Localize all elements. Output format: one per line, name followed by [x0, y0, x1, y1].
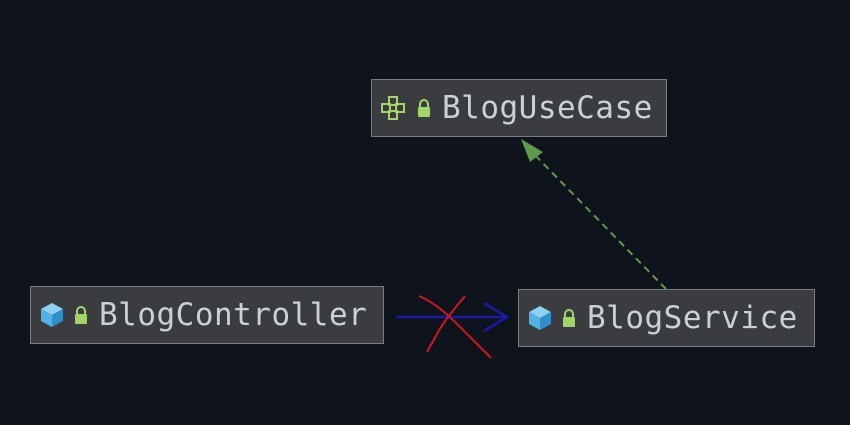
node-label: BlogController: [99, 297, 368, 333]
edge-implements: [529, 149, 667, 290]
node-blog-use-case[interactable]: BlogUseCase: [371, 79, 667, 137]
interface-icon: [380, 95, 408, 121]
arrowhead-implements: [521, 139, 543, 162]
lock-icon: [561, 308, 577, 328]
lock-icon: [73, 305, 89, 325]
class-icon: [39, 301, 65, 329]
lock-icon: [416, 98, 432, 118]
cross-mark-stroke-2: [426, 295, 466, 353]
node-label: BlogService: [587, 300, 798, 336]
node-blog-controller[interactable]: BlogController: [30, 286, 384, 344]
arrowhead-dependency: [483, 301, 510, 333]
class-icon: [527, 304, 553, 332]
node-blog-service[interactable]: BlogService: [518, 289, 815, 347]
node-label: BlogUseCase: [442, 90, 653, 126]
cross-mark-stroke-1: [418, 295, 492, 359]
